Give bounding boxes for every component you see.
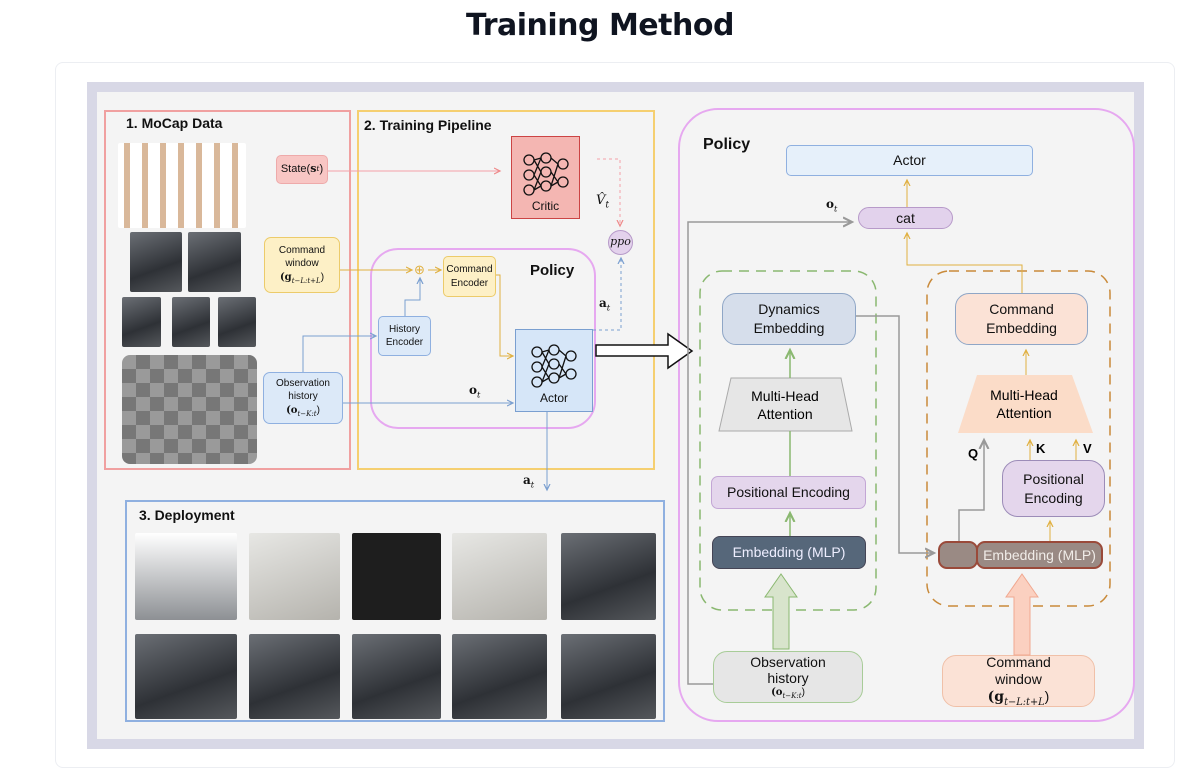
deployment-photo xyxy=(561,634,656,719)
obs-label: ot xyxy=(469,383,481,400)
deployment-photo xyxy=(135,634,237,719)
cat-node: cat xyxy=(858,207,953,229)
deployment-photo xyxy=(452,533,547,620)
mocap-image xyxy=(172,297,210,347)
neural-network-icon xyxy=(522,152,569,196)
mocap-image xyxy=(218,297,256,347)
action-label: at xyxy=(599,296,611,313)
embedding-mlp-right-stub xyxy=(938,541,978,569)
deployment-photo xyxy=(352,634,441,719)
actor-box: Actor xyxy=(786,145,1033,176)
deployment-photo xyxy=(135,533,237,620)
mocap-title: 1. MoCap Data xyxy=(126,115,223,131)
training-pipeline-section xyxy=(357,110,655,470)
mocap-image xyxy=(188,232,241,292)
policy-detail-title: Policy xyxy=(703,136,751,153)
deployment-photo xyxy=(561,533,656,620)
deployment-photo xyxy=(249,634,340,719)
deployment-photo xyxy=(352,533,441,620)
obs-label: ot xyxy=(826,197,838,214)
concat-symbol: ⊕ xyxy=(414,262,425,277)
policy-detail-section xyxy=(678,108,1135,722)
mocap-image-crowd xyxy=(122,355,257,464)
embedding-mlp-right-box: Embedding (MLP) xyxy=(976,541,1103,569)
deployment-title: 3. Deployment xyxy=(139,507,235,523)
deployment-section xyxy=(125,500,665,722)
deployment-photo xyxy=(452,634,547,719)
critic-box: Critic xyxy=(511,136,580,219)
mocap-image-skeletons xyxy=(118,143,246,228)
actor-box: Actor xyxy=(515,329,593,412)
mocap-section xyxy=(104,110,351,470)
embedding-mlp-left-box: Embedding (MLP) xyxy=(712,536,866,569)
deployment-photo xyxy=(249,533,340,620)
mocap-image xyxy=(130,232,182,292)
mocap-image xyxy=(122,297,161,347)
training-pipeline-title: 2. Training Pipeline xyxy=(364,117,492,133)
action-output-label: at xyxy=(523,473,535,490)
neural-network-icon xyxy=(531,344,577,388)
pos-encoding-left-box: Positional Encoding xyxy=(711,476,866,509)
ppo-node: ppo xyxy=(608,230,633,255)
value-estimate-label: V̂t xyxy=(596,193,610,211)
policy-label: Policy xyxy=(530,262,575,279)
page-title: Training Method xyxy=(466,8,734,43)
